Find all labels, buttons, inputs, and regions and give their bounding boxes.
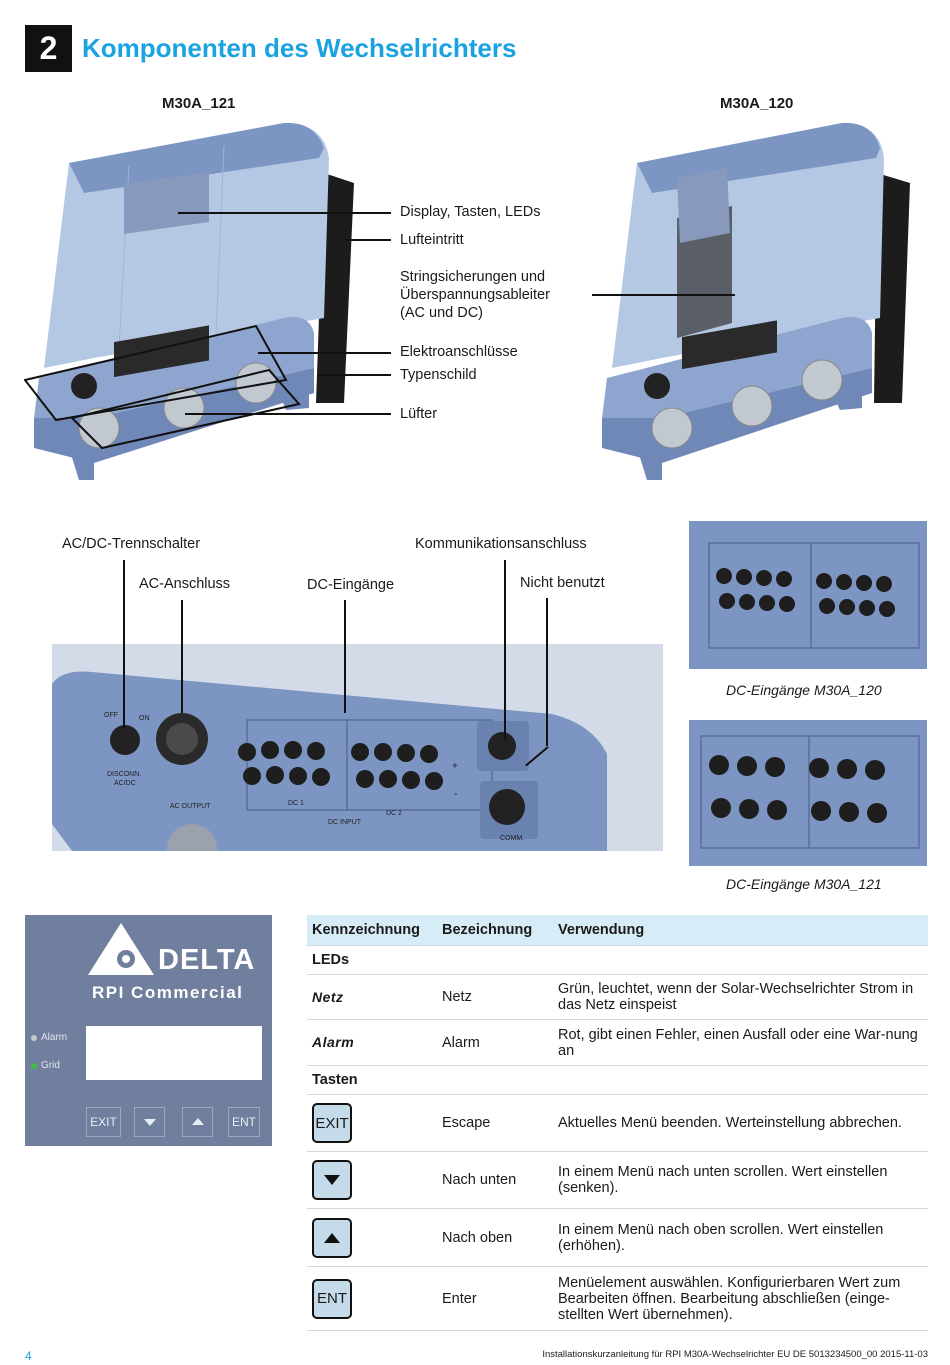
table-header-use: Verwendung (553, 915, 928, 946)
label-fan: Lüfter (400, 406, 438, 422)
model-title-right: M30A_120 (720, 95, 794, 112)
row-use: Grün, leuchtet, wenn der Solar-Wechselri… (553, 974, 928, 1020)
table-section-leds: LEDs (307, 945, 928, 975)
grid-led-icon (31, 1063, 37, 1069)
row-use: Rot, gibt einen Fehler, einen Ausfall od… (553, 1019, 928, 1066)
chapter-title: Komponenten des Wechselrichters (82, 33, 517, 63)
table-section-row: Tasten (307, 1065, 928, 1095)
label-fuses-line1: Stringsicherungen und (400, 269, 546, 285)
print-disconn: DISCONN. (107, 771, 141, 778)
print-acdc: AC/DC (114, 780, 136, 787)
label-dc-inputs: DC-Eingänge (307, 577, 395, 593)
caption-dc-inputs-m30a-121: DC-Eingänge M30A_121 (726, 876, 882, 892)
table-row: ENT Enter Menüelement auswählen. Konfigu… (307, 1266, 928, 1331)
label-fuses-line2: Überspannungsableiter (400, 287, 550, 303)
components-table: Kennzeichnung Bezeichnung Verwendung LED… (307, 915, 928, 1331)
row-name: Alarm (437, 1019, 553, 1066)
connection-area-photo: OFF ON DISCONN. AC/DC AC OUTPUT DC 1 DC … (52, 644, 663, 851)
table-row: Nach oben In einem Menü nach oben scroll… (307, 1208, 928, 1267)
table-row: Netz Netz Grün, leuchtet, wenn der Solar… (307, 974, 928, 1020)
row-use: In einem Menü nach unten scrollen. Wert … (553, 1151, 928, 1209)
table-header-row: Kennzeichnung Bezeichnung Verwendung (307, 915, 928, 946)
table-section-row: LEDs (307, 945, 928, 975)
page-number: 4 (25, 1349, 32, 1363)
panel-exit-button[interactable]: EXIT (86, 1107, 121, 1137)
delta-logo-icon (88, 923, 154, 975)
dc-inputs-photo-m30a-121 (689, 720, 927, 866)
key-down-icon (312, 1160, 352, 1200)
key-ent-icon: ENT (312, 1278, 352, 1319)
table-section-keys: Tasten (307, 1065, 928, 1095)
label-fuses-line3: (AC und DC) (400, 305, 483, 321)
panel-brand: DELTA (158, 944, 256, 976)
model-title-left: M30A_121 (162, 95, 236, 112)
table-row: Nach unten In einem Menü nach unten scro… (307, 1151, 928, 1209)
print-on: ON (139, 715, 150, 722)
print-dc2: DC 2 (386, 810, 402, 817)
alarm-led-icon (31, 1035, 37, 1041)
label-ac-connection: AC-Anschluss (139, 576, 231, 592)
panel-led-grid-label: Grid (41, 1060, 60, 1071)
print-plus: + (452, 761, 458, 772)
panel-led-alarm-label: Alarm (41, 1032, 68, 1043)
label-not-used: Nicht benutzt (520, 575, 605, 591)
label-acdc-switch: AC/DC-Trennschalter (62, 536, 201, 552)
chevron-up-icon (191, 1118, 204, 1125)
panel-down-button[interactable] (134, 1107, 165, 1137)
key-exit-icon: EXIT (312, 1103, 352, 1143)
label-communication-port: Kommunikationsanschluss (415, 536, 587, 552)
table-row: Alarm Alarm Rot, gibt einen Fehler, eine… (307, 1019, 928, 1066)
panel-ent-button[interactable]: ENT (228, 1107, 260, 1137)
print-comm: COMM. (500, 835, 524, 842)
key-up-icon (312, 1217, 352, 1258)
row-use: Menüelement auswählen. Konfigurierbaren … (553, 1266, 928, 1331)
caption-dc-inputs-m30a-120: DC-Eingänge M30A_120 (726, 682, 882, 698)
row-id-alarm: Alarm (312, 1034, 355, 1050)
chevron-down-icon (143, 1119, 156, 1126)
print-dc-input: DC INPUT (328, 819, 362, 826)
print-ac-output: AC OUTPUT (170, 803, 211, 810)
panel-up-button[interactable] (182, 1107, 213, 1137)
row-name: Escape (437, 1094, 553, 1152)
print-off: OFF (104, 712, 118, 719)
inverter-illustration-m30a-121 (24, 122, 354, 480)
table-header-id: Kennzeichnung (307, 915, 437, 946)
label-electrical-connections: Elektroanschlüsse (400, 344, 518, 360)
inverter-illustration-m30a-120 (602, 122, 910, 480)
dc-inputs-photo-m30a-120 (689, 521, 927, 669)
print-minus: - (454, 789, 457, 800)
print-dc1: DC 1 (288, 800, 304, 807)
row-name: Enter (437, 1266, 553, 1331)
row-name: Netz (437, 974, 553, 1020)
label-type-plate: Typenschild (400, 367, 477, 383)
chapter-number: 2 (25, 25, 72, 72)
row-id-netz: Netz (312, 988, 344, 1005)
row-use: In einem Menü nach oben scrollen. Wert e… (553, 1208, 928, 1267)
label-air-inlet: Lufteintritt (400, 232, 464, 248)
panel-product: RPI Commercial (92, 983, 244, 1002)
label-display-keys-leds: Display, Tasten, LEDs (400, 204, 541, 220)
row-name: Nach unten (437, 1151, 553, 1209)
panel-lcd-screen (86, 1026, 262, 1080)
table-row: EXIT Escape Aktuelles Menü beenden. Wert… (307, 1094, 928, 1152)
table-header-name: Bezeichnung (437, 915, 553, 946)
row-name: Nach oben (437, 1208, 553, 1267)
footer-text: Installationskurzanleitung für RPI M30A-… (542, 1349, 928, 1360)
row-use: Aktuelles Menü beenden. Werteinstellung … (553, 1094, 928, 1152)
